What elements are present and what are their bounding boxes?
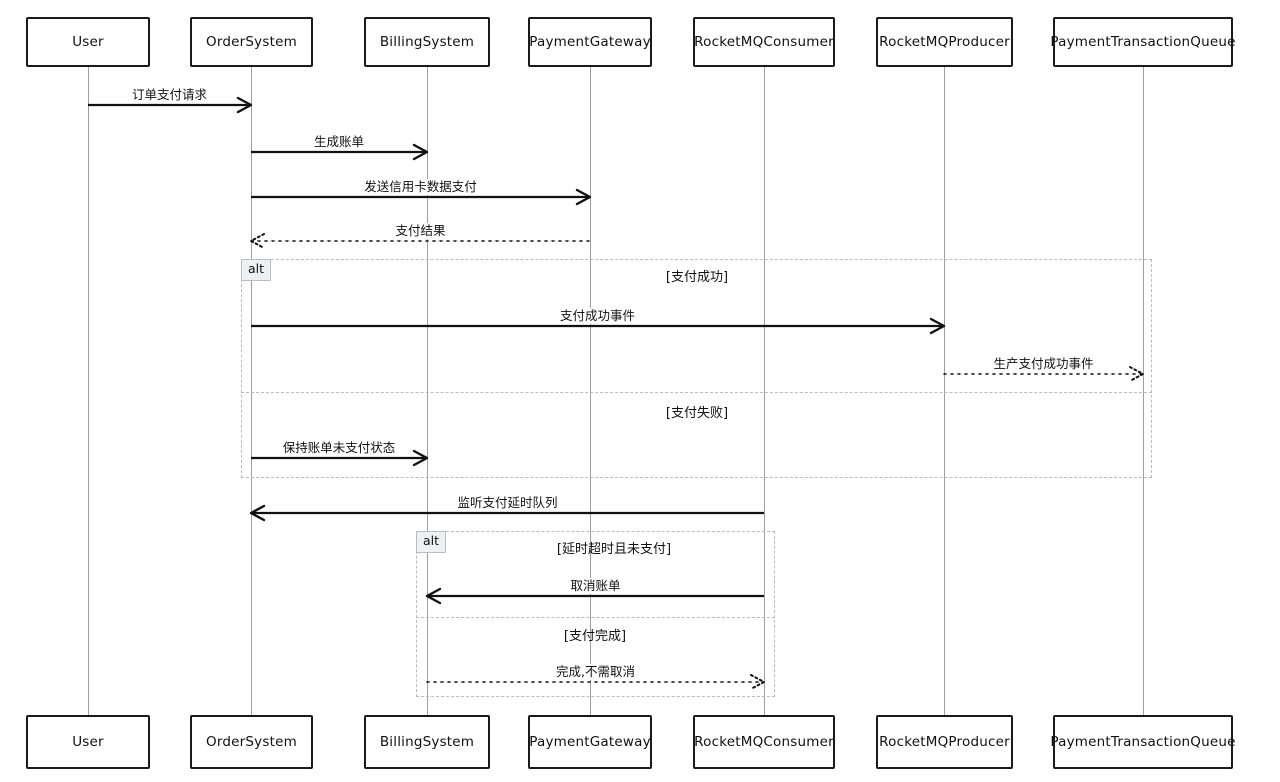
fragment-condition: [支付成功]: [665, 270, 729, 285]
message-arrow: [425, 587, 764, 605]
lifeline-order: [251, 67, 252, 715]
participant-box-gateway-bottom[interactable]: PaymentGateway: [528, 715, 652, 769]
message-m3[interactable]: 发送信用卡数据支付: [251, 179, 592, 206]
participant-label: User: [72, 33, 104, 50]
participant-label: PaymentTransactionQueue: [1050, 33, 1236, 50]
lifeline-billing: [427, 67, 428, 715]
participant-box-user-bottom[interactable]: User: [26, 715, 150, 769]
message-m6[interactable]: 生产支付成功事件: [943, 356, 1144, 383]
message-arrow: [250, 233, 591, 249]
message-arrow: [88, 96, 253, 114]
participant-box-queue-bottom[interactable]: PaymentTransactionQueue: [1050, 715, 1236, 769]
message-arrow: [251, 317, 946, 335]
participant-box-order-bottom[interactable]: OrderSystem: [190, 715, 313, 769]
message-arrow: [426, 674, 765, 690]
message-label: 监听支付延时队列: [451, 495, 564, 511]
participant-box-mqcons-top[interactable]: RocketMQConsumer: [693, 17, 835, 67]
participant-label: BillingSystem: [379, 33, 475, 50]
message-m10[interactable]: 完成,不需取消: [426, 664, 765, 691]
message-m4[interactable]: 支付结果: [250, 223, 591, 250]
participant-label: User: [72, 733, 104, 750]
participant-label: RocketMQConsumer: [694, 33, 834, 50]
lifeline-mqcons: [764, 67, 765, 715]
participant-label: PaymentGateway: [529, 33, 651, 50]
message-label: 取消账单: [564, 578, 627, 594]
lifeline-gateway: [590, 67, 591, 715]
message-m9[interactable]: 取消账单: [425, 578, 764, 605]
message-m7[interactable]: 保持账单未支付状态: [251, 440, 429, 467]
participant-label: RocketMQProducer: [879, 733, 1010, 750]
participant-box-user-top[interactable]: User: [26, 17, 150, 67]
fragment-divider: [416, 617, 775, 618]
fragment-keyword-alt: alt: [416, 531, 447, 553]
fragment-condition: [延时超时且未支付]: [556, 542, 672, 557]
participant-label: PaymentGateway: [529, 733, 651, 750]
participant-box-mqcons-bottom[interactable]: RocketMQConsumer: [693, 715, 835, 769]
participant-box-order-top[interactable]: OrderSystem: [190, 17, 313, 67]
message-label: 完成,不需取消: [550, 664, 641, 680]
message-label: 生产支付成功事件: [987, 356, 1100, 372]
message-label: 订单支付请求: [125, 87, 214, 103]
participant-box-mqprod-top[interactable]: RocketMQProducer: [876, 17, 1013, 67]
participant-label: RocketMQProducer: [879, 33, 1010, 50]
message-m5[interactable]: 支付成功事件: [251, 308, 946, 335]
message-arrow: [251, 143, 429, 161]
message-arrow: [249, 504, 764, 522]
lifeline-user: [88, 67, 89, 715]
participant-box-gateway-top[interactable]: PaymentGateway: [528, 17, 652, 67]
lifeline-queue: [1143, 67, 1144, 715]
message-label: 保持账单未支付状态: [276, 440, 402, 456]
participant-box-queue-top[interactable]: PaymentTransactionQueue: [1050, 17, 1236, 67]
participant-label: PaymentTransactionQueue: [1050, 733, 1236, 750]
message-arrow: [943, 366, 1144, 382]
participant-label: OrderSystem: [206, 733, 297, 750]
participant-box-billing-bottom[interactable]: BillingSystem: [364, 715, 490, 769]
fragment-condition: [支付失败]: [665, 406, 729, 421]
lifeline-mqprod: [944, 67, 945, 715]
message-label: 发送信用卡数据支付: [358, 179, 483, 195]
message-label: 生成账单: [307, 134, 371, 150]
message-label: 支付成功事件: [553, 308, 642, 324]
message-arrow: [251, 449, 429, 467]
message-m1[interactable]: 订单支付请求: [88, 87, 253, 114]
message-m8[interactable]: 监听支付延时队列: [249, 495, 764, 522]
fragment-condition: [支付完成]: [563, 629, 627, 644]
participant-label: BillingSystem: [379, 733, 475, 750]
message-label: 支付结果: [389, 223, 452, 239]
fragment-divider: [241, 392, 1152, 393]
message-m2[interactable]: 生成账单: [251, 134, 429, 161]
message-arrow: [251, 188, 592, 206]
participant-label: RocketMQConsumer: [694, 733, 834, 750]
participant-label: OrderSystem: [206, 33, 297, 50]
participant-box-mqprod-bottom[interactable]: RocketMQProducer: [876, 715, 1013, 769]
fragment-keyword-alt: alt: [241, 259, 272, 281]
participant-box-billing-top[interactable]: BillingSystem: [364, 17, 490, 67]
